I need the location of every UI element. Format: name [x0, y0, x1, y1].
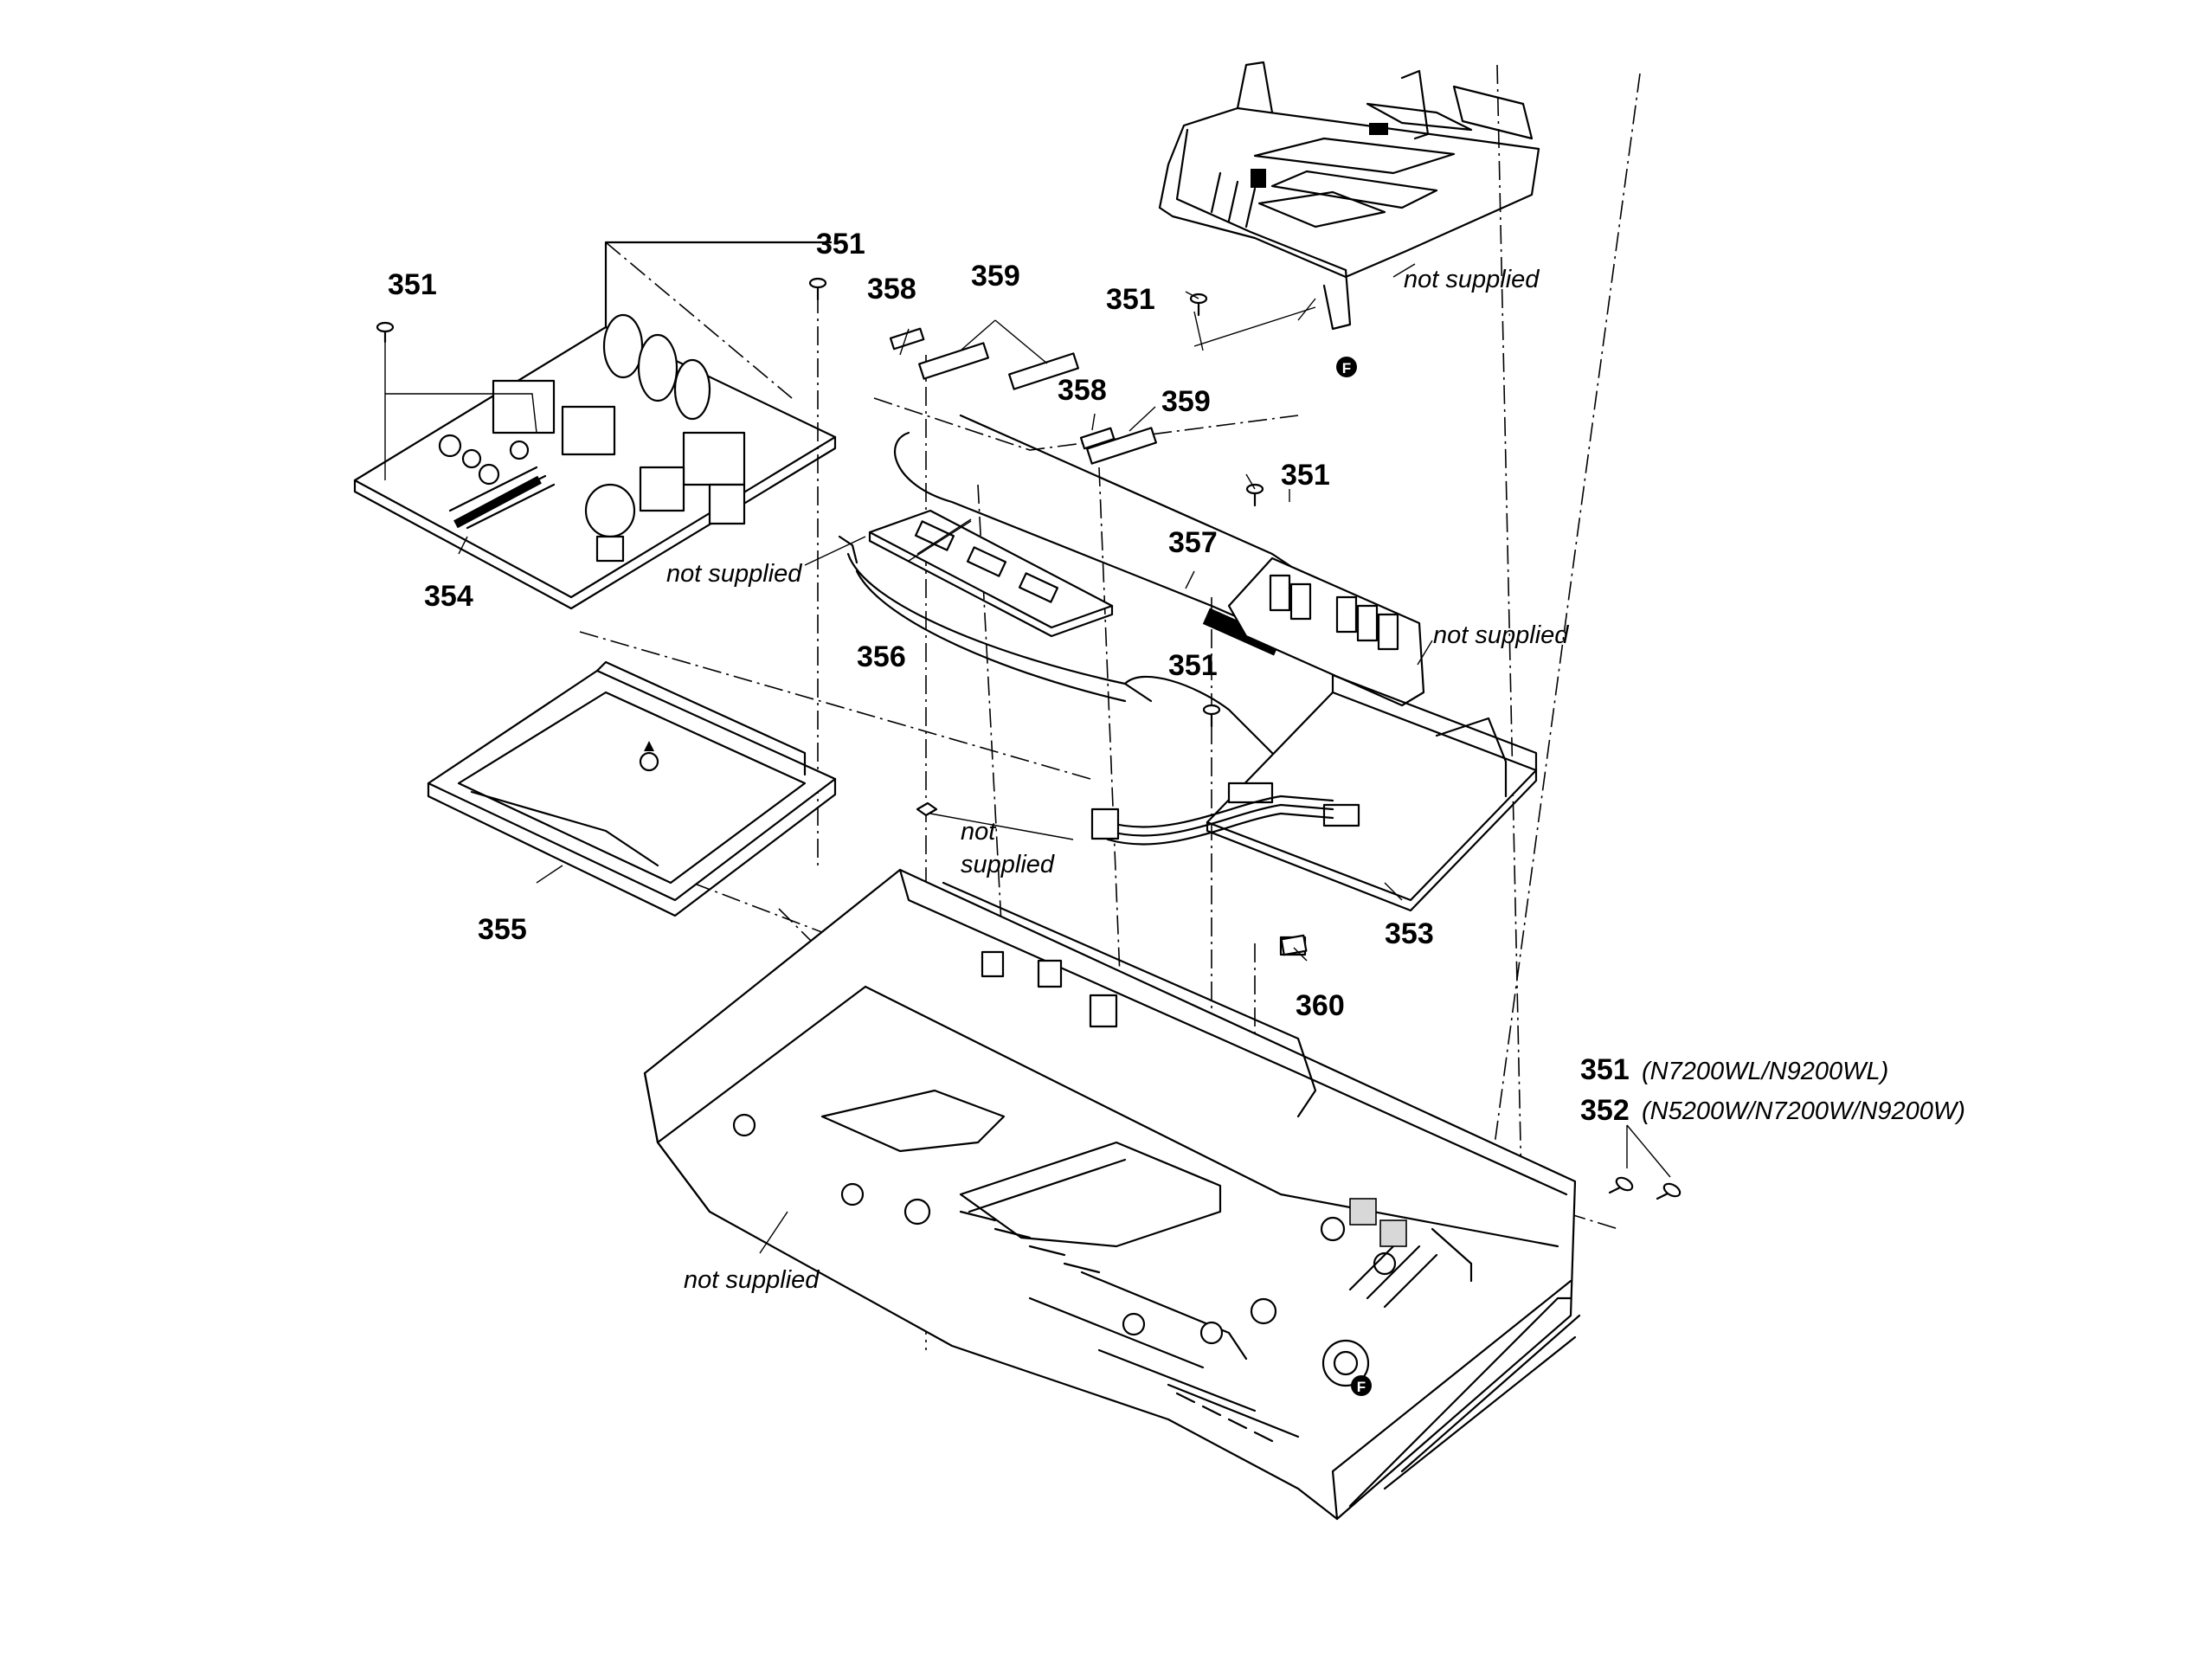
variant-351-models: (N7200WL/N9200WL) [1642, 1058, 1888, 1085]
screw-351-board [1202, 704, 1221, 728]
main-chassis [643, 868, 1581, 1521]
label-353: 353 [1385, 917, 1434, 950]
power-supply-board-354 [353, 241, 837, 610]
board-356 [838, 509, 1153, 703]
not-supplied-notes: not supplied not supplied not supplied n… [666, 266, 1569, 1294]
label-358-top: 358 [867, 273, 916, 306]
label-357: 357 [1168, 526, 1218, 559]
screw-351-bracket [1189, 293, 1208, 317]
screw-351-left [376, 321, 395, 344]
screw-351-rear [1608, 1176, 1634, 1194]
label-359-right: 359 [1161, 385, 1211, 418]
relay-bracket [1227, 557, 1425, 707]
note-ribbon: not supplied [666, 560, 802, 588]
label-351-variant: 351 [1580, 1053, 1630, 1086]
label-351-bracket: 351 [1106, 283, 1155, 316]
label-356: 356 [857, 640, 906, 673]
label-359-top: 359 [971, 260, 1020, 293]
label-352: 352 [1580, 1094, 1630, 1127]
label-360: 360 [1296, 989, 1345, 1022]
top-bracket [1158, 61, 1540, 331]
part-number-labels: 351 351 351 351 351 358 359 358 359 357 … [388, 228, 1965, 1127]
note-chassis: not supplied [684, 1266, 820, 1294]
note-connector-line1: not [961, 818, 997, 846]
label-355: 355 [478, 913, 527, 946]
shield-plate-355 [427, 660, 837, 917]
label-354: 354 [424, 580, 473, 613]
svg-text:F: F [1357, 1379, 1366, 1395]
small-connector-not-supplied [916, 801, 938, 817]
screw-351-top-center [808, 277, 827, 301]
label-351-board: 351 [1168, 649, 1218, 682]
screw-351-relay [1245, 483, 1264, 507]
screw-352-rear [1656, 1182, 1682, 1200]
note-rear-panel: not supplied [1433, 621, 1569, 649]
label-351-top: 351 [816, 228, 865, 261]
label-351-relay: 351 [1281, 459, 1330, 492]
marker-f-bottom: F [1351, 1375, 1372, 1396]
cushion-sheets [889, 327, 1157, 465]
marker-f-top: F [1336, 357, 1357, 377]
leader-lines [458, 263, 1671, 1254]
svg-text:F: F [1342, 360, 1351, 376]
amplifier-board-353 [1090, 673, 1538, 912]
tag-360 [1280, 934, 1308, 956]
note-connector-line2: supplied [961, 851, 1055, 878]
label-358-right: 358 [1058, 374, 1107, 407]
label-351-left: 351 [388, 268, 437, 301]
note-bracket: not supplied [1404, 266, 1540, 293]
variant-352-models: (N5200W/N7200W/N9200W) [1642, 1097, 1965, 1125]
